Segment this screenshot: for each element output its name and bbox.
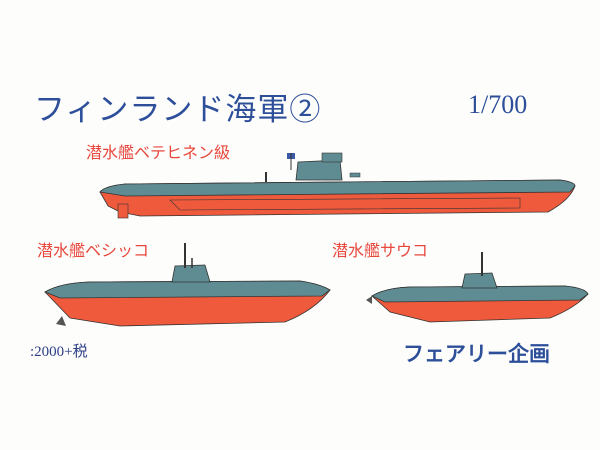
scale-label: 1/700 bbox=[468, 90, 528, 119]
ship-name-vesikko: 潜水艦ベシッコ bbox=[37, 241, 150, 260]
submarine-saukko bbox=[366, 252, 589, 323]
ship-name-saukko: 潜水艦サウコ bbox=[332, 241, 429, 260]
submarine-vetehinen bbox=[99, 152, 576, 219]
submarine-vesikko bbox=[44, 243, 331, 327]
page-title: フィンランド海軍② bbox=[34, 92, 322, 128]
maker-logo: フェアリー企画 bbox=[403, 342, 550, 366]
ship-name-vetehinen: 潜水艦ベテヒネン級 bbox=[86, 143, 231, 162]
price-label: :2000+税 bbox=[30, 344, 88, 360]
